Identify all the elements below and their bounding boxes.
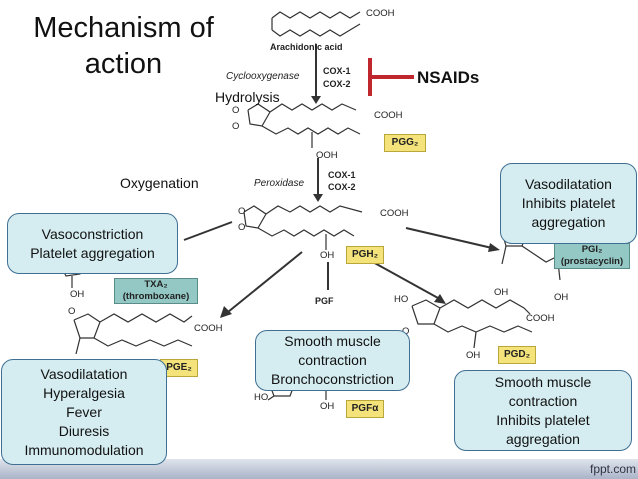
txa2-effects-box: Vasoconstriction Platelet aggregation [7, 213, 178, 274]
pgh2-structure [243, 205, 363, 250]
pgi2-oh-right: OH [554, 292, 569, 303]
cyclooxygenase-label: Cyclooxygenase [226, 71, 300, 82]
pgf-oh-label: OH [320, 401, 335, 412]
pge2-effect-1: Vasodilatation [40, 365, 128, 382]
pgg2-o-bottom: O [232, 121, 240, 132]
pgd2-oh-label: OH [466, 350, 481, 361]
pgg2-structure [247, 103, 361, 148]
pgf-effect-3: Bronchoconstriction [271, 371, 394, 387]
pgh2-o-bottom: O [238, 222, 246, 233]
page-title: Mechanism of action [33, 12, 214, 80]
txa2-effect-1: Vasoconstriction [41, 225, 144, 242]
pge2-effect-5: Immunomodulation [24, 441, 144, 458]
pgh2-o-top: O [238, 206, 246, 217]
pgh2-cooh-label: COOH [380, 208, 409, 219]
arrow-to-pgi2 [405, 227, 500, 252]
txa2-tag-line2: (thromboxane) [122, 291, 190, 302]
pgd2-effect-3: Inhibits platelet [496, 411, 590, 428]
arachidonic-acid-label: Arachidonic acid [270, 42, 343, 52]
pgg2-ooh-label: OOH [316, 150, 338, 161]
pgd2-o-label: O [402, 326, 410, 337]
pge2-structure [73, 313, 193, 355]
footer-watermark: fppt.com [590, 462, 637, 476]
pgg2-tag: PGG₂ [384, 134, 426, 152]
pgd2-effect-2: contraction [508, 392, 578, 409]
pgf-ho-label: HO [254, 392, 269, 403]
pge2-effect-4: Diuresis [58, 422, 110, 439]
pgi2-tag: PGI₂ (prostacyclin) [554, 243, 630, 269]
pgf-effect-1: Smooth muscle [284, 333, 381, 349]
pgi2-oh-left: OH [494, 287, 509, 298]
pgi2-tag-line2: (prostacyclin) [560, 256, 624, 267]
cox1-label: COX-1 [323, 66, 351, 76]
peroxidase-label: Peroxidase [254, 178, 305, 189]
pgg2-o-top: O [232, 105, 240, 116]
pgd2-tag: PGD₂ [498, 346, 536, 364]
pgf-effects-box: Smooth muscle contraction Bronchoconstri… [255, 330, 410, 391]
arrow-to-txa2 [183, 221, 233, 241]
pgd2-effects-box: Smooth muscle contraction Inhibits plate… [454, 370, 632, 451]
pge2-effects-box: Vasodilatation Hyperalgesia Fever Diures… [1, 359, 167, 465]
pgh2-tag: PGH₂ [346, 246, 384, 264]
oxygenation-label: Oxygenation [120, 175, 199, 191]
pgd2-effect-4: aggregation [506, 430, 580, 447]
pgd2-cooh-label: COOH [526, 313, 555, 324]
aa-cooh-label: COOH [366, 8, 395, 19]
txa2-tag-line1: TXA₂ [144, 279, 168, 290]
pgd2-structure [411, 299, 533, 349]
arrow-aa-to-pgg2 [311, 44, 321, 104]
nsaids-label: NSAIDs [417, 68, 480, 87]
pge2-effect-3: Fever [66, 403, 102, 420]
pgf-label: PGF [315, 296, 334, 306]
pge2-effect-2: Hyperalgesia [43, 384, 125, 401]
pgh2-oh-label: OH [320, 250, 335, 261]
txa2-effect-2: Platelet aggregation [30, 244, 155, 261]
pgg2-cooh-label: COOH [374, 110, 403, 121]
txa2-oh-label: OH [70, 289, 85, 300]
arachidonic-acid-structure [271, 11, 361, 37]
pgfa-tag: PGFα [346, 400, 384, 418]
pge2-cooh-label: COOH [194, 323, 223, 334]
pgi2-effects-box: Vasodilatation Inhibits platelet aggrega… [500, 163, 637, 244]
pge2-o-label: O [68, 306, 76, 317]
pgi2-tag-line1: PGI₂ [581, 244, 603, 255]
hydrolysis-label: Hydrolysis [215, 89, 280, 105]
arrow-pgg2-to-pgh2 [313, 158, 323, 202]
pgi2-effect-3: aggregation [531, 214, 606, 230]
cox2-label: COX-2 [323, 79, 351, 89]
pgf-effect-2: contraction [298, 352, 367, 368]
pgi2-effect-2: Inhibits platelet [521, 195, 616, 211]
txa2-tag: TXA₂ (thromboxane) [114, 278, 198, 304]
pgi2-effect-1: Vasodilatation [525, 176, 612, 192]
arrow-to-pge2 [220, 251, 303, 318]
pgd2-effect-1: Smooth muscle [494, 373, 592, 390]
pgd2-ho-label: HO [394, 294, 409, 305]
peroxidase-cox2-label: COX-2 [328, 182, 356, 192]
peroxidase-cox1-label: COX-1 [328, 170, 356, 180]
nsaid-inhibition-marker [368, 58, 414, 96]
